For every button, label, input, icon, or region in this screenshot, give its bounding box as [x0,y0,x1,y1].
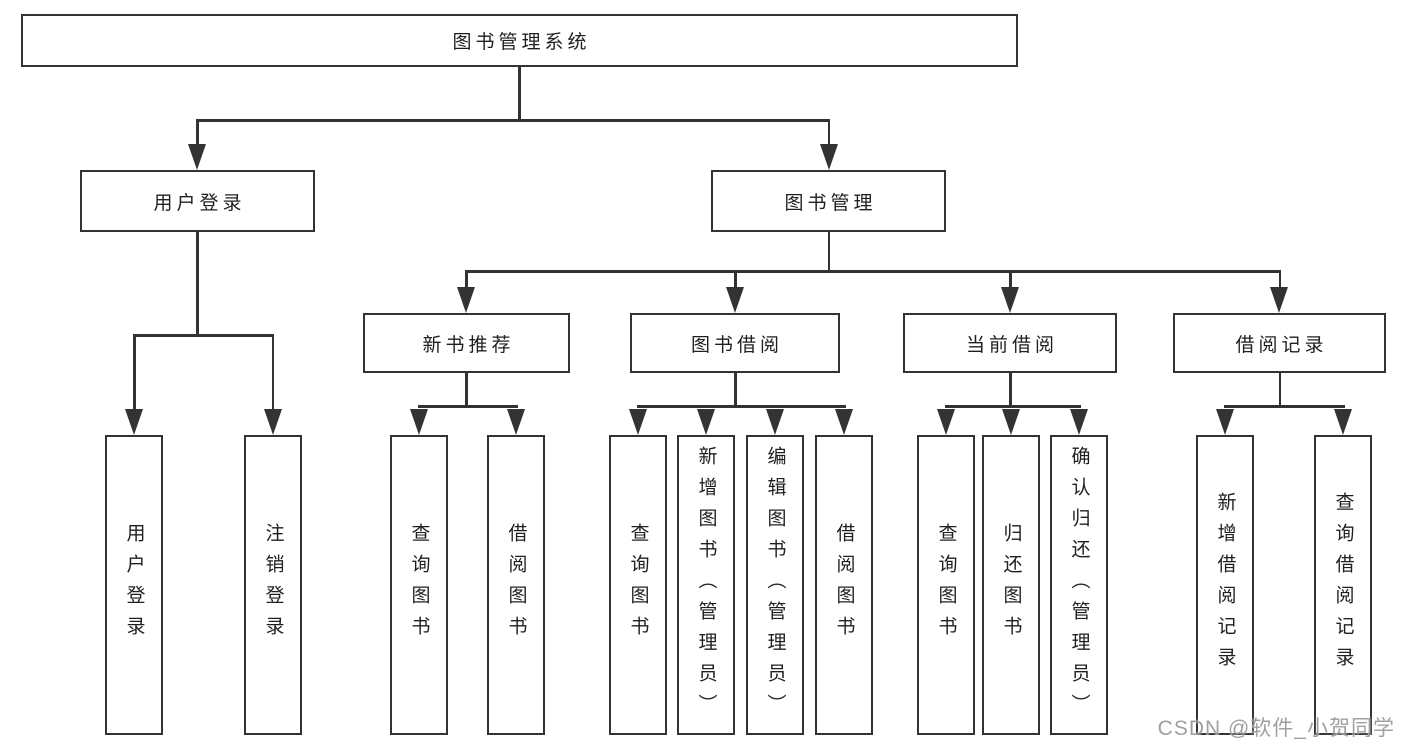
connector-stub [465,270,468,290]
leaf-label: 借阅图书 [505,523,527,647]
leaf-label: 借阅图书 [833,523,855,647]
leaf-label: 归还图书 [1000,523,1022,647]
leaf-edit-books-admin: 编辑图书（管理员） [746,435,804,735]
arrowhead-down [1070,409,1088,435]
connector-level3-rail [465,270,1281,273]
node-current-borrowing: 当前借阅 [903,313,1117,373]
leaf-label: 确认归还（管理员） [1068,445,1090,725]
connector-level2-rail [196,119,830,122]
node-root: 图书管理系统 [21,14,1018,67]
leaf-query-borrowing-record: 查询借阅记录 [1314,435,1372,735]
connector-stub [271,334,274,411]
leaf-logout: 注销登录 [244,435,302,735]
arrowhead-down [820,144,838,170]
arrowhead-down [507,409,525,435]
leaf-confirm-return-admin: 确认归还（管理员） [1050,435,1108,735]
connector-stub [133,334,136,411]
leaf-user-login: 用户登录 [105,435,163,735]
node-book-management: 图书管理 [711,170,946,232]
node-user-login: 用户登录 [80,170,315,232]
connector-user-login-rail [133,334,274,337]
node-book-borrowing: 图书借阅 [630,313,840,373]
connector-drop [1278,373,1281,407]
connector-rail [418,405,518,408]
arrowhead-down [697,409,715,435]
connector-stub [1278,270,1281,290]
leaf-borrow-books-recommend: 借阅图书 [487,435,545,735]
leaf-label: 查询图书 [408,523,430,647]
connector-rail [637,405,846,408]
arrowhead-down [726,287,744,313]
arrowhead-down [766,409,784,435]
arrowhead-down [1002,409,1020,435]
csdn-watermark: CSDN @软件_小贺同学 [1157,717,1395,740]
leaf-label: 查询借阅记录 [1332,492,1354,678]
leaf-label: 新增图书（管理员） [695,445,717,725]
arrowhead-down [125,409,143,435]
connector-rail [945,405,1081,408]
arrowhead-down [457,287,475,313]
connector-user-login-drop [196,232,199,336]
node-borrowing-records: 借阅记录 [1173,313,1386,373]
leaf-label: 用户登录 [123,523,145,647]
leaf-label: 查询图书 [935,523,957,647]
leaf-query-books-current: 查询图书 [917,435,975,735]
leaf-label: 注销登录 [262,523,284,647]
connector-drop [1009,373,1012,407]
arrowhead-down [1216,409,1234,435]
arrowhead-down [410,409,428,435]
leaf-label: 编辑图书（管理员） [764,445,786,725]
arrowhead-down [1001,287,1019,313]
connector-drop [734,373,737,407]
connector-stub [734,270,737,290]
leaf-add-borrowing-record: 新增借阅记录 [1196,435,1254,735]
connector-stub [196,119,199,147]
connector-drop [465,373,468,407]
connector-rail [1224,405,1345,408]
node-new-book-recommend: 新书推荐 [363,313,570,373]
leaf-borrow-books-borrowing: 借阅图书 [815,435,873,735]
arrowhead-down [835,409,853,435]
arrowhead-down [188,144,206,170]
leaf-query-books-borrowing: 查询图书 [609,435,667,735]
arrowhead-down [264,409,282,435]
leaf-query-books-recommend: 查询图书 [390,435,448,735]
connector-book-management-drop [827,232,830,272]
arrowhead-down [629,409,647,435]
arrowhead-down [937,409,955,435]
leaf-return-books: 归还图书 [982,435,1040,735]
arrowhead-down [1270,287,1288,313]
leaf-label: 新增借阅记录 [1214,492,1236,678]
leaf-add-books-admin: 新增图书（管理员） [677,435,735,735]
connector-stub [827,119,830,147]
leaf-label: 查询图书 [627,523,649,647]
arrowhead-down [1334,409,1352,435]
connector-stub [1009,270,1012,290]
connector-root-drop [518,67,521,120]
